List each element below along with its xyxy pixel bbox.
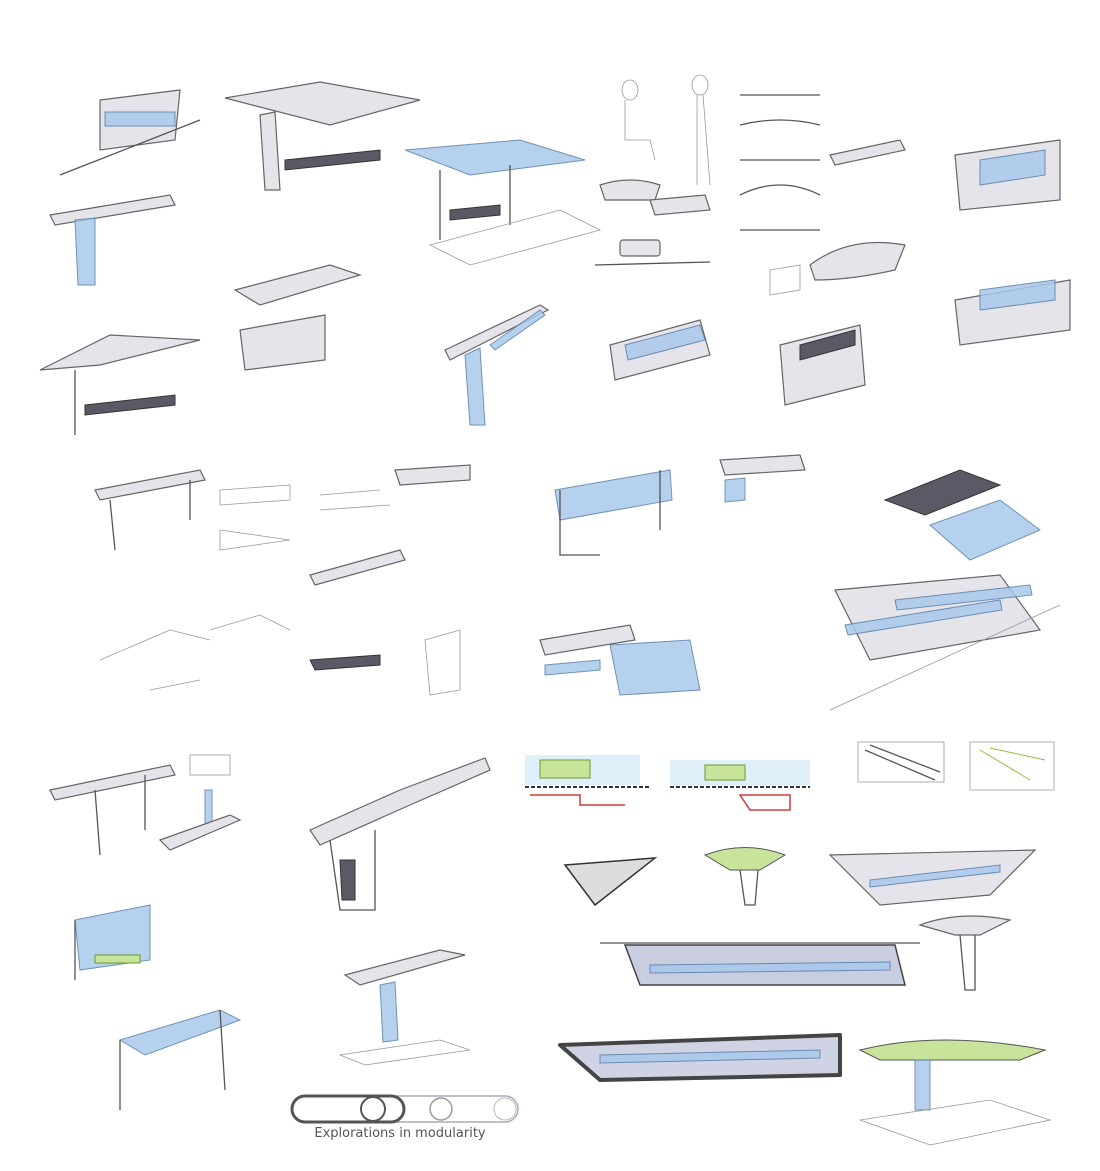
sketch-shelter-1 <box>59 89 201 176</box>
sketch-seat-profiles <box>739 94 906 296</box>
sketch-bottom-left <box>49 754 242 1110</box>
sketch-shelter-4 <box>49 194 176 286</box>
sketch-middle-right <box>539 454 1061 711</box>
sketch-flow-diagrams <box>525 741 1055 811</box>
sketch-modular-bench <box>309 757 491 1066</box>
sketch-triangle-canopies <box>558 847 1052 1146</box>
sketch-shelter-3 <box>404 139 602 266</box>
sketch-shelter-7 <box>39 334 201 435</box>
sketch-shelter-6 <box>444 304 550 426</box>
sketch-ergonomics <box>594 74 711 266</box>
sketch-shelter-2 <box>224 81 421 191</box>
sketch-middle-left <box>94 464 471 696</box>
modularity-diagram <box>290 1094 519 1124</box>
sketch-shelter-5 <box>233 264 362 371</box>
sheet-caption: Explorations in modularity <box>314 1126 486 1141</box>
sketch-bench-modules <box>609 139 1071 406</box>
